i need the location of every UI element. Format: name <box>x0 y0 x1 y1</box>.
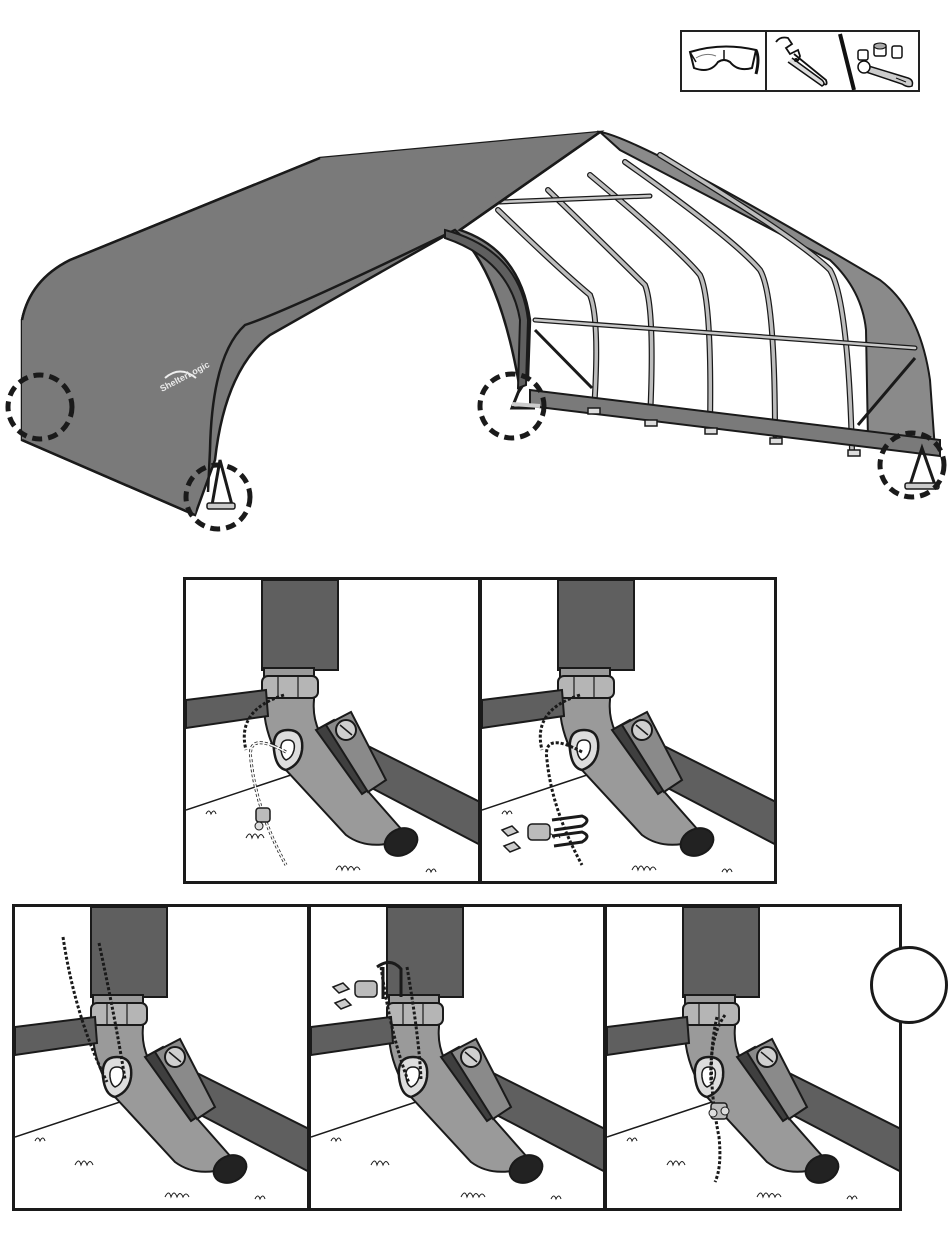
detail-panel-1 <box>183 577 481 884</box>
safety-glasses-icon <box>686 38 760 84</box>
detail-panel-2 <box>479 577 777 884</box>
adjustable-wrench-icon <box>770 34 834 88</box>
step-number-circle <box>870 946 948 1024</box>
socket-wrench-icon <box>852 36 918 88</box>
detail-panel-4 <box>308 904 606 1211</box>
detail-panel-3 <box>12 904 310 1211</box>
tools-divider <box>765 30 767 92</box>
shelter-overview-illustration: ShelterLogic <box>0 120 950 540</box>
detail-panel-5 <box>604 904 902 1211</box>
